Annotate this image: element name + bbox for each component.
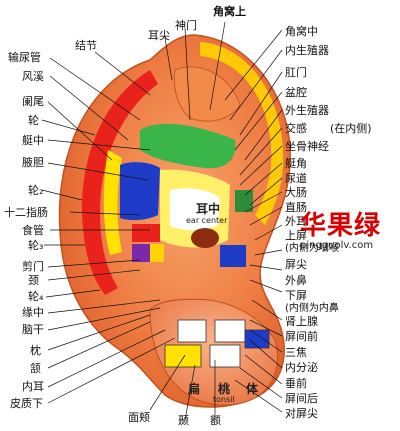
label-jiewo-shang: 角窝上 [213, 5, 246, 18]
helix-band [200, 42, 284, 225]
label-lun2: 轮₂ [28, 184, 44, 197]
label-shangping-note: (内侧为咽喉 [285, 243, 339, 254]
concha-white [170, 188, 220, 231]
label-zhichang: 直肠 [285, 201, 307, 214]
antihelix-blue [120, 162, 160, 221]
ear-canal [191, 228, 219, 248]
label-ti: 体 [246, 382, 259, 396]
label-fuzhou: 腋胆 [22, 156, 44, 169]
label-jiaogan: 交感 [285, 122, 307, 135]
label-lun4: 轮₄ [28, 290, 44, 303]
label-shuniaoguan: 输尿管 [8, 51, 41, 64]
label-lun: 轮 [28, 114, 39, 127]
patch-red [132, 224, 160, 242]
label-xiaping-note: (内侧为内鼻 [285, 303, 339, 314]
label-niaodao: 尿道 [285, 172, 307, 185]
label-jiaowozhong: 角窝中 [285, 25, 318, 38]
scapha-red [81, 70, 158, 295]
lobe-cell-5 [244, 329, 270, 349]
label-shierzhichang: 十二指肠 [4, 206, 48, 219]
pointer-lines [41, 21, 283, 421]
label-zhen: 枕 [30, 344, 41, 357]
label-zuogushenjing: 坐骨神经 [285, 140, 329, 153]
patch-purple [132, 244, 150, 262]
label-waishengzhiqi: 外生殖器 [285, 104, 329, 117]
lobe-cell-1 [177, 319, 207, 343]
watermark-name: 华果绿 [300, 211, 382, 241]
label-he: 颔 [30, 362, 41, 375]
label-neishengzhiqi: 内生殖器 [285, 44, 329, 57]
patch-green [235, 190, 253, 212]
label-ear-center: ear center [186, 216, 228, 225]
triangular-fossa [173, 66, 241, 122]
label-erzhong: 耳中 [196, 202, 221, 216]
label-boren: 剪门 [22, 260, 44, 273]
label-fengxi: 风溪 [22, 70, 44, 83]
label-zhouwei: 阑尾 [22, 95, 44, 108]
label-neier: 内耳 [22, 380, 44, 393]
lobe-cell-3 [164, 344, 202, 368]
patch-yellow [150, 244, 164, 262]
label-xiaping: 下屏 [285, 289, 307, 302]
label-yuanzhong: 缘中 [22, 306, 44, 319]
label-mianjia: 面颊 [128, 411, 150, 424]
label-pingjianhou: 屏间后 [285, 392, 318, 405]
label-neifenmi: 内分泌 [285, 361, 318, 374]
label-tao: 桃 [218, 382, 231, 396]
label-ganmen: 肛门 [285, 66, 307, 79]
label-lun3: 轮₃ [28, 239, 44, 252]
label-sanjiao: 三焦 [285, 346, 307, 359]
label-naogan: 脑干 [22, 323, 44, 336]
label-penqiang: 盆腔 [285, 86, 307, 99]
label-duipingjian: 对屏尖 [285, 407, 318, 420]
label-pingjian: 屏尖 [285, 258, 307, 271]
label-pizhixia: 皮质下 [10, 397, 43, 410]
label-shenshangxian: 肾上腺 [285, 315, 318, 328]
cymba-green [140, 123, 236, 169]
label-chuiqian: 垂前 [285, 377, 307, 390]
label-shidao: 食管 [22, 224, 44, 237]
lobe-cell-2 [214, 319, 246, 343]
label-bian: 扁 [188, 382, 201, 396]
label-jing: 颈 [28, 274, 39, 287]
label-dachang: 大肠 [285, 186, 307, 199]
label-waibi: 外鼻 [285, 274, 307, 287]
label-shangping: 上屏 [285, 229, 307, 242]
label-tonsil: tonsil [213, 395, 235, 404]
label-shenmen: 神门 [175, 19, 197, 32]
label-pingjianqian: 屏间前 [285, 330, 318, 343]
label-nie: 颞 [178, 414, 189, 427]
lobe-cell-4 [209, 344, 241, 368]
scapha-yellow [103, 150, 122, 255]
label-tingjiao: 艇角 [285, 157, 307, 170]
label-jiejie: 结节 [75, 39, 97, 52]
label-ting: 艇中 [22, 134, 44, 147]
patch-blue [220, 245, 246, 267]
label-erjian: 耳尖 [148, 29, 170, 42]
label-waier: 外耳 [285, 215, 307, 228]
watermark-url: pingguolv.com [300, 240, 374, 251]
label-e: 额 [210, 414, 221, 427]
label-jiaogan-note: (在内侧) [330, 122, 372, 135]
